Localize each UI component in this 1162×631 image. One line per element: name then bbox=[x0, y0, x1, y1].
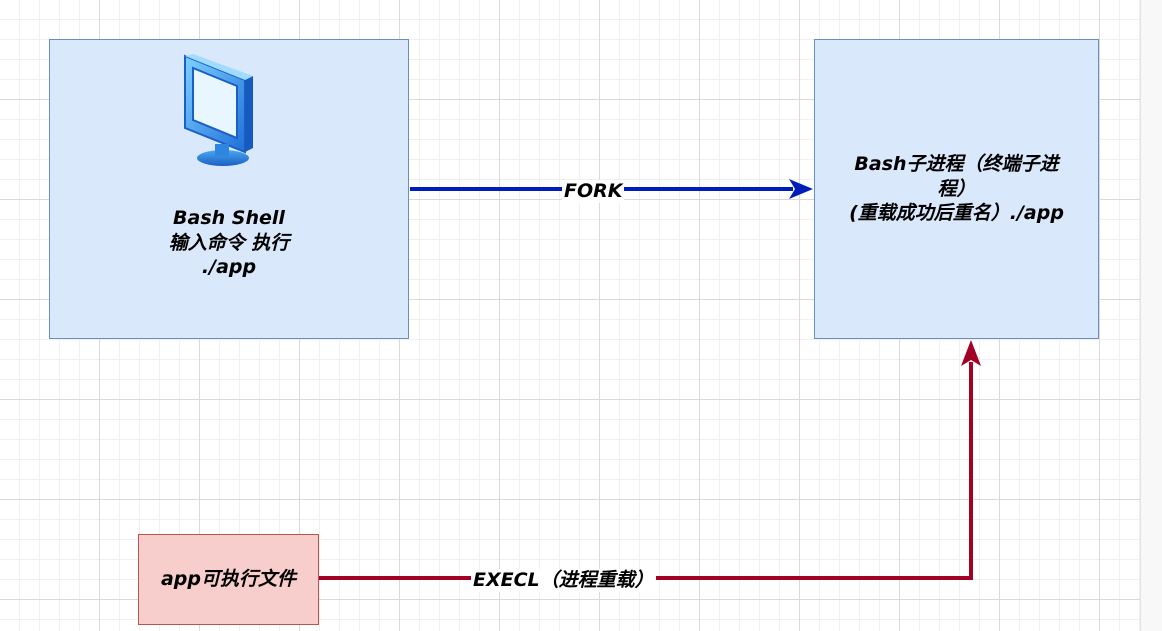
bash-shell-line2: 输入命令 执行 bbox=[168, 231, 290, 254]
app-file-label: app可执行文件 bbox=[160, 568, 297, 591]
child-process-line2: 程） bbox=[937, 177, 976, 200]
canvas-scroll-strip bbox=[1140, 0, 1162, 631]
bash-shell-line3: ./app bbox=[201, 256, 257, 279]
execl-arrowhead-icon bbox=[961, 340, 981, 366]
bash-shell-label: Bash Shell 输入命令 执行 ./app bbox=[49, 206, 409, 280]
fork-arrowhead-icon bbox=[789, 179, 813, 199]
monitor-icon bbox=[184, 54, 253, 166]
child-process-line1: Bash子进程（终端子进 bbox=[854, 152, 1059, 175]
child-process-line3: (重载成功后重名）./app bbox=[849, 202, 1064, 225]
execl-edge-label: EXECL（进程重载） bbox=[471, 569, 656, 592]
execl-edge[interactable] bbox=[319, 340, 981, 580]
fork-edge-label: FORK bbox=[562, 180, 625, 203]
app-file-node[interactable]: app可执行文件 bbox=[138, 534, 319, 625]
bash-shell-line1: Bash Shell bbox=[173, 207, 285, 229]
child-process-node[interactable]: Bash子进程（终端子进 程） (重载成功后重名）./app bbox=[814, 39, 1099, 339]
